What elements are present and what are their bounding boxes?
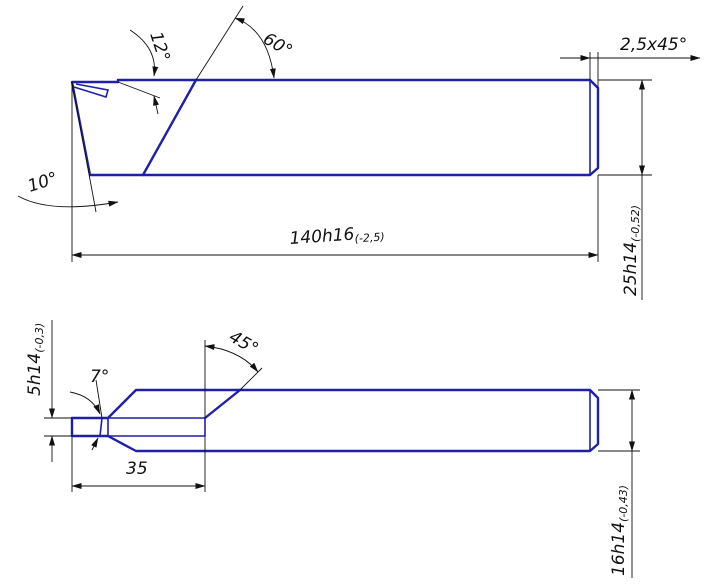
angle-10-ext-line [71, 81, 97, 213]
angle-12-label: 12° [145, 29, 173, 64]
angle-12-annotation: 12° [117, 29, 174, 115]
width-16-annotation: 16h14(-0,43) [598, 389, 640, 578]
top-view-shank-bevel [203, 388, 242, 420]
height-25-annotation: 25h14(-0,52) [598, 79, 652, 300]
top-view-shank-step [108, 417, 206, 437]
blade-width-label: 5h14(-0,3) [25, 323, 46, 396]
angle-7-ext-line [95, 379, 103, 419]
blade-width-annotation: 5h14(-0,3) [25, 320, 72, 462]
front-view-tip-notch [73, 83, 110, 99]
length-140-annotation: 140h16(-2,5) [71, 82, 599, 262]
angle-7-annotation: 7° [69, 367, 109, 451]
angle-10-label: 10° [25, 168, 60, 196]
angle-45-annotation: 45° [204, 327, 263, 418]
angle-60-ext-line [195, 5, 244, 81]
angle-12-ext-line [117, 81, 161, 99]
angle-60-annotation: 60° [195, 5, 296, 81]
blade-length-annotation: 35 [71, 436, 206, 492]
angle-7-arc [69, 391, 101, 415]
width-16-label: 16h14(-0,43) [609, 485, 630, 576]
height-25-label: 25h14(-0,52) [621, 205, 642, 296]
top-view-blade-edge [99, 417, 103, 437]
angle-60-arc [234, 17, 276, 79]
angle-45-ext-line [239, 367, 263, 391]
blade-length-label: 35 [126, 459, 148, 479]
chamfer-annotation: 2,5x45° [560, 35, 701, 88]
top-view-outline [70, 388, 600, 453]
angle-7-arc-lower [91, 437, 99, 451]
angle-10-arc [17, 195, 119, 208]
angle-7-label: 7° [90, 367, 109, 387]
angle-45-label: 45° [226, 327, 262, 359]
chamfer-label: 2,5x45° [620, 35, 687, 55]
front-view-shank-bevel [141, 78, 198, 177]
angle-10-annotation: 10° [17, 81, 119, 213]
angle-60-label: 60° [260, 29, 296, 61]
angle-12-arc-lower [153, 95, 159, 115]
top-view [70, 388, 600, 453]
angle-45-arc [204, 344, 259, 373]
angle-12-arc [129, 29, 159, 77]
length-140-label: 140h16(-2,5) [289, 222, 385, 250]
